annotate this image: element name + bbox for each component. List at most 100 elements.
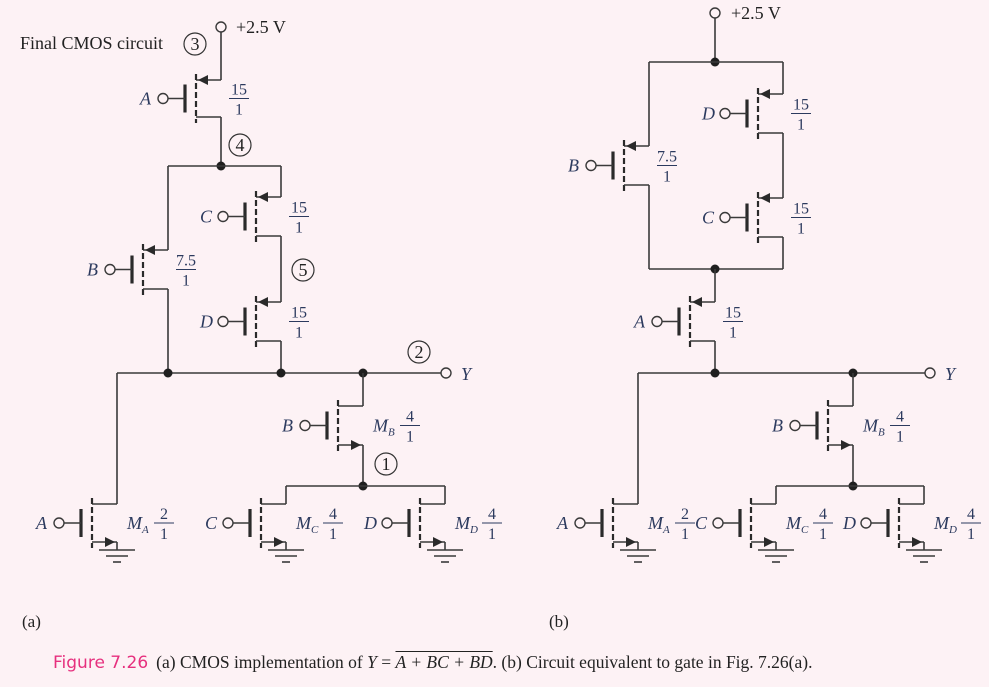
gate-input-label: D (363, 513, 377, 533)
gate-input-label: A (556, 513, 569, 533)
terminal-circle (157, 92, 169, 105)
transistor-subscript: B (878, 427, 885, 439)
ratio-numerator: 4 (406, 409, 414, 426)
pmos-arrow-icon (145, 245, 155, 255)
ratio-denominator: 1 (663, 169, 671, 186)
panel-a-label: (a) (22, 612, 41, 631)
gate-input-label: A (139, 89, 152, 109)
node-number: 2 (415, 342, 424, 362)
node-circle (291, 258, 315, 282)
transistor-name: MD (454, 513, 478, 536)
ratio-denominator: 1 (819, 526, 827, 543)
ratio-denominator: 1 (729, 325, 737, 342)
terminal-circle (574, 517, 586, 529)
ratio-denominator: 1 (235, 102, 243, 119)
gate-input-label: D (701, 104, 715, 124)
terminal-circle (585, 159, 597, 172)
size-ratio: 21 (154, 506, 174, 543)
output-label: Y (945, 364, 957, 384)
ratio-numerator: 2 (160, 506, 168, 523)
terminal-circle (217, 210, 229, 223)
caption-part2: . (b) Circuit equivalent to gate in Fig.… (492, 652, 813, 672)
node-number: 3 (191, 34, 200, 54)
ratio-numerator: 15 (793, 97, 809, 114)
ratio-denominator: 1 (160, 526, 168, 543)
gate-input-label: D (199, 312, 213, 332)
node-label: 2 (407, 340, 431, 364)
terminal-circle (789, 419, 801, 432)
panel-b-label: (b) (549, 612, 569, 631)
ratio-numerator: 15 (793, 201, 809, 218)
gate-input-label: C (200, 207, 213, 227)
ratio-numerator: 15 (231, 82, 247, 99)
supply-voltage-label: +2.5 V (731, 3, 781, 23)
size-ratio: 151 (229, 82, 249, 119)
nmos-arrow-icon (841, 440, 851, 450)
terminal-circle (104, 263, 116, 276)
nmos-arrow-icon (105, 537, 115, 547)
ratio-denominator: 1 (329, 526, 337, 543)
junction-dot (163, 368, 173, 378)
node-label: 1 (374, 452, 398, 476)
pmos-arrow-icon (626, 141, 636, 151)
ratio-numerator: 2 (681, 506, 689, 523)
gate-input-label: B (772, 416, 783, 436)
size-ratio: 41 (323, 506, 343, 543)
nmos-arrow-icon (912, 537, 922, 547)
transistor-subscript: A (662, 524, 670, 536)
caption-part1: (a) CMOS implementation of (156, 652, 363, 672)
ratio-numerator: 15 (291, 200, 307, 217)
gate-input-label: A (633, 312, 646, 332)
ratio-numerator: 7.5 (176, 253, 196, 270)
transistor-subscript: A (141, 524, 149, 536)
terminal-circle (719, 107, 731, 120)
size-ratio: 41 (890, 409, 910, 446)
ratio-numerator: 4 (329, 506, 337, 523)
figure-caption: Figure 7.26(a) CMOS implementation of Y … (53, 652, 812, 673)
gate-input-label: B (568, 156, 579, 176)
size-ratio: 151 (289, 305, 309, 342)
pmos-arrow-icon (692, 297, 702, 307)
node-circle (228, 133, 252, 157)
ratio-denominator: 1 (488, 526, 496, 543)
nmos-arrow-icon (351, 440, 361, 450)
transistor-subscript: C (801, 524, 809, 536)
gate-input-label: C (695, 513, 708, 533)
size-ratio: 41 (482, 506, 502, 543)
ratio-denominator: 1 (967, 526, 975, 543)
circuit-title: Final CMOS circuit (20, 33, 163, 53)
gate-input-label: A (35, 513, 48, 533)
terminal-circle (222, 517, 234, 529)
caption-expression: A + BC + BD (395, 652, 493, 672)
size-ratio: 41 (961, 506, 981, 543)
nmos-arrow-icon (626, 537, 636, 547)
ratio-denominator: 1 (406, 429, 414, 446)
output-label: Y (461, 364, 473, 384)
ratio-denominator: 1 (295, 220, 303, 237)
terminal-circle (440, 367, 452, 379)
transistor-subscript: C (311, 524, 319, 536)
transistor-subscript: B (388, 427, 395, 439)
terminal-circle (709, 7, 721, 19)
figure-number: Figure 7.26 (53, 653, 149, 673)
caption-eq: = (381, 652, 392, 672)
pmos-arrow-icon (760, 193, 770, 203)
gate-input-label: C (702, 208, 715, 228)
node-circle (374, 452, 398, 476)
ratio-denominator: 1 (797, 117, 805, 134)
nmos-arrow-icon (433, 537, 443, 547)
size-ratio: 41 (813, 506, 833, 543)
node-number: 4 (236, 135, 245, 155)
gate-input-label: D (842, 513, 856, 533)
node-number: 1 (382, 454, 391, 474)
transistor-name: MA (126, 513, 149, 536)
nmos-arrow-icon (764, 537, 774, 547)
node-number: 5 (299, 260, 308, 280)
node-label: 3 (183, 32, 207, 56)
transistor-name: MC (295, 513, 319, 536)
terminal-circle (215, 21, 227, 33)
size-ratio: 21 (675, 506, 695, 543)
ratio-numerator: 15 (725, 305, 741, 322)
transistor-name: MA (647, 513, 670, 536)
size-ratio: 7.51 (176, 253, 196, 290)
